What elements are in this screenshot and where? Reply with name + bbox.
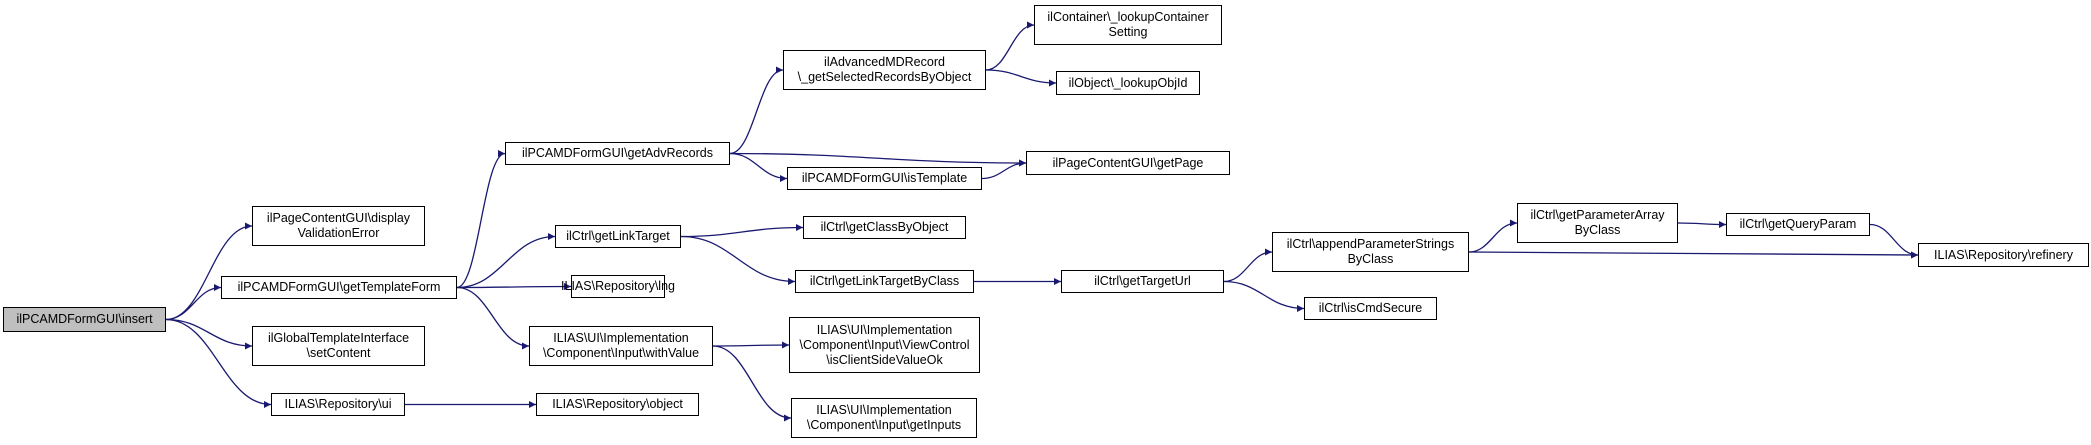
node-admdrecord[interactable]: ilAdvancedMDRecord \_getSelectedRecordsB… [783, 50, 986, 90]
node-getadvrecords[interactable]: ilPCAMDFormGUI\getAdvRecords [505, 142, 730, 165]
node-ui[interactable]: ILIAS\Repository\ui [271, 393, 405, 416]
edge-gettemplateform-to-withvalue [456, 286, 530, 350]
node-istemplate[interactable]: ilPCAMDFormGUI\isTemplate [787, 167, 982, 190]
node-getlinktargetbyclass[interactable]: ilCtrl\getLinkTargetByClass [795, 270, 974, 293]
node-getlinktarget[interactable]: ilCtrl\getLinkTarget [555, 225, 681, 248]
edge-appendparams-to-refinery [1468, 251, 1919, 259]
node-clientsidevalue[interactable]: ILIAS\UI\Implementation \Component\Input… [789, 317, 980, 373]
edge-gettargeturl-to-iscmdsecure [1223, 280, 1305, 312]
node-settemplate[interactable]: ilGlobalTemplateInterface \setContent [252, 326, 425, 366]
node-getqueryparam[interactable]: ilCtrl\getQueryParam [1726, 213, 1870, 236]
edge-istemplate-to-getpage [981, 159, 1027, 180]
node-pcg-display[interactable]: ilPageContentGUI\display ValidationError [252, 206, 425, 246]
edge-getadvrecords-to-getpage [729, 152, 1027, 167]
node-getclassbyobject[interactable]: ilCtrl\getClassByObject [803, 216, 966, 239]
edge-gettargeturl-to-appendparams [1223, 248, 1273, 283]
edge-getqueryparam-to-refinery [1869, 223, 1919, 259]
edge-insert-to-settemplate [165, 318, 253, 350]
node-gettemplateform[interactable]: ilPCAMDFormGUI\getTemplateForm [221, 276, 457, 299]
node-lookupobjid[interactable]: ilObject\_lookupObjId [1056, 71, 1200, 95]
edge-appendparams-to-getparamarray [1468, 219, 1518, 253]
edge-getlinktarget-to-getlinktargetbyclass [680, 235, 796, 285]
node-appendparams[interactable]: ilCtrl\appendParameterStrings ByClass [1272, 232, 1469, 272]
edge-getadvrecords-to-admdrecord [729, 66, 784, 155]
node-iscmdsecure[interactable]: ilCtrl\isCmdSecure [1304, 297, 1437, 320]
edge-withvalue-to-getinputs [712, 345, 792, 422]
node-lookupcontainer[interactable]: ilContainer\_lookupContainer Setting [1034, 5, 1222, 45]
edge-getparamarray-to-getqueryparam [1677, 220, 1727, 228]
node-getparamarray[interactable]: ilCtrl\getParameterArray ByClass [1517, 203, 1678, 243]
node-object[interactable]: ILIAS\Repository\object [536, 393, 699, 416]
edge-insert-to-gettemplateform [165, 284, 222, 321]
node-refinery[interactable]: ILIAS\Repository\refinery [1918, 243, 2089, 267]
node-gettargeturl[interactable]: ilCtrl\getTargetUrl [1061, 270, 1224, 293]
edge-gettemplateform-to-getadvrecords [456, 150, 506, 289]
edge-admdrecord-to-lookupcontainer [985, 21, 1035, 71]
node-getpage[interactable]: ilPageContentGUI\getPage [1026, 151, 1230, 175]
node-lng[interactable]: ILIAS\Repository\lng [561, 275, 675, 298]
node-insert[interactable]: ilPCAMDFormGUI\insert [3, 307, 166, 332]
edge-gettemplateform-to-lng [456, 283, 572, 291]
node-withvalue[interactable]: ILIAS\UI\Implementation \Component\Input… [529, 326, 713, 366]
edge-insert-to-ui [165, 318, 272, 408]
node-getinputs[interactable]: ILIAS\UI\Implementation \Component\Input… [791, 398, 977, 438]
edge-getlinktarget-to-getclassbyobject [680, 224, 804, 238]
edge-withvalue-to-clientsidevalue [712, 341, 790, 349]
edge-gettemplateform-to-getlinktarget [456, 233, 556, 289]
edge-getadvrecords-to-istemplate [729, 152, 788, 182]
edge-insert-to-pcg_display [165, 222, 253, 321]
edge-admdrecord-to-lookupobjid [985, 69, 1057, 87]
